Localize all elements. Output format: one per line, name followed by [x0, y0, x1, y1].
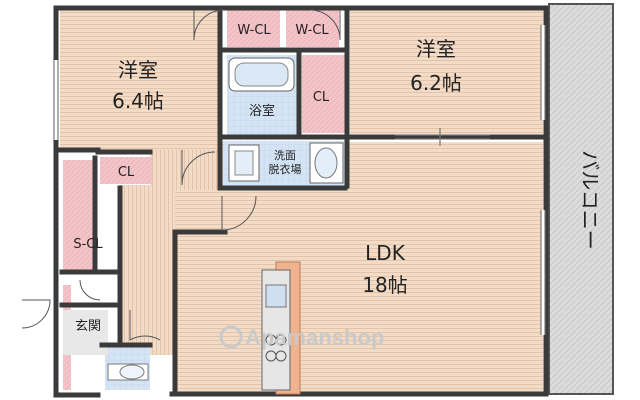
bath-label: 浴室: [249, 103, 275, 119]
western-room-right-name: 洋室: [416, 37, 456, 61]
wcl-left-label: W-CL: [237, 23, 271, 38]
western-room-right-size: 6.2帖: [410, 71, 462, 95]
wcl-left-floor: [227, 10, 280, 47]
washroom-label-line1: 洗面: [274, 149, 296, 162]
washbasin-icon: [228, 144, 260, 182]
walls: [53, 5, 549, 398]
scl-label: S-CL: [73, 237, 103, 252]
ldk-name: LDK: [365, 241, 406, 265]
wcl-right-label: W-CL: [295, 23, 329, 38]
western-room-left-size: 6.4帖: [112, 89, 164, 113]
toilet-icon: [107, 363, 149, 381]
scl-floor: [63, 160, 93, 270]
watermark-logo-icon: [219, 325, 243, 349]
hall-floor: [120, 185, 175, 355]
wcl-right-floor: [286, 10, 339, 47]
watermark-text: Apamanshop: [245, 325, 384, 350]
windows: [53, 25, 546, 335]
western-room-left-name: 洋室: [118, 58, 158, 82]
cl-bath-floor: [302, 55, 347, 133]
western-room-right-floor: [350, 10, 543, 134]
cl-left-label: CL: [118, 165, 135, 180]
cl-bath-label: CL: [313, 90, 330, 105]
doors: [21, 9, 341, 341]
kitchen-counter-icon: [261, 261, 301, 395]
balcony-floor: [548, 3, 614, 395]
cl-left-floor: [100, 157, 152, 184]
western-room-left-floor: [60, 10, 220, 150]
watermark: Apamanshop: [219, 325, 384, 350]
bathtub-icon: [228, 57, 295, 92]
ldk-size: 18帖: [362, 273, 407, 297]
balcony-label: バルコニー: [578, 150, 602, 250]
washing-machine-icon: [309, 142, 344, 184]
entrance-label: 玄関: [75, 319, 101, 334]
washroom-label-line2: 脱衣場: [269, 162, 302, 176]
